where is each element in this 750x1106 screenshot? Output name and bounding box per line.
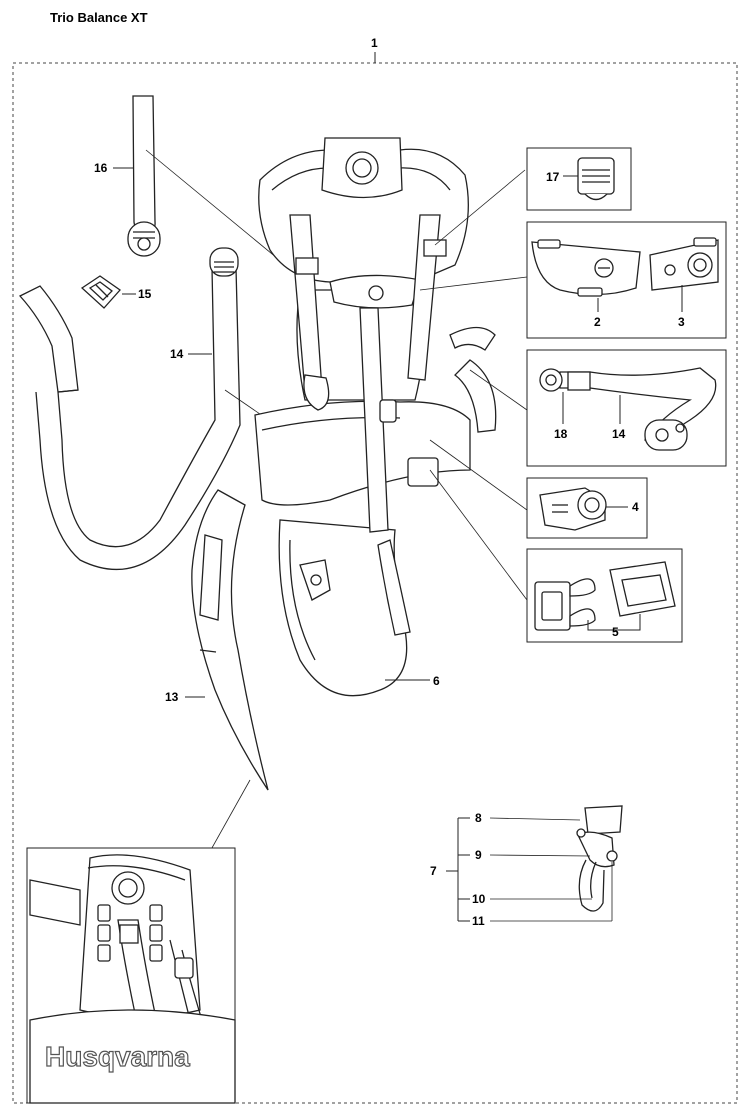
callout-14-left: 14 xyxy=(170,347,184,361)
callout-8: 8 xyxy=(475,811,482,825)
callout-16: 16 xyxy=(94,161,108,175)
callout-17: 17 xyxy=(546,170,560,184)
diagram-title: Trio Balance XT xyxy=(50,10,148,25)
callout-7: 7 xyxy=(430,864,437,878)
callout-4: 4 xyxy=(632,500,639,514)
callout-1: 1 xyxy=(371,36,378,50)
part-2-chest-plate xyxy=(531,239,641,297)
inset-brand-logo: Husqvarna xyxy=(45,1041,190,1072)
part-7-hook-assembly xyxy=(576,805,623,912)
part-17-buckle xyxy=(577,157,615,201)
callout-14-right: 14 xyxy=(612,427,626,441)
part-5-buckle-set xyxy=(534,561,676,631)
callout-2: 2 xyxy=(594,315,601,329)
callout-6: 6 xyxy=(433,674,440,688)
part-16-strap xyxy=(127,95,161,257)
part-4-swivel-plate xyxy=(539,487,607,531)
part-3-bracket xyxy=(649,237,719,291)
part-14-strap xyxy=(18,247,241,571)
callout-5: 5 xyxy=(612,625,619,639)
callout-3: 3 xyxy=(678,315,685,329)
inset-harness-detail xyxy=(29,854,236,1104)
callout-15: 15 xyxy=(138,287,152,301)
callout-10: 10 xyxy=(472,892,486,906)
callout-9: 9 xyxy=(475,848,482,862)
part-13-pad xyxy=(191,489,269,791)
callout-13: 13 xyxy=(165,690,179,704)
part-15-buckle xyxy=(80,275,121,309)
part-14-strap-detail xyxy=(539,367,717,451)
callout-11: 11 xyxy=(472,914,485,928)
callout-18: 18 xyxy=(554,427,568,441)
harness-assembly xyxy=(254,137,497,697)
